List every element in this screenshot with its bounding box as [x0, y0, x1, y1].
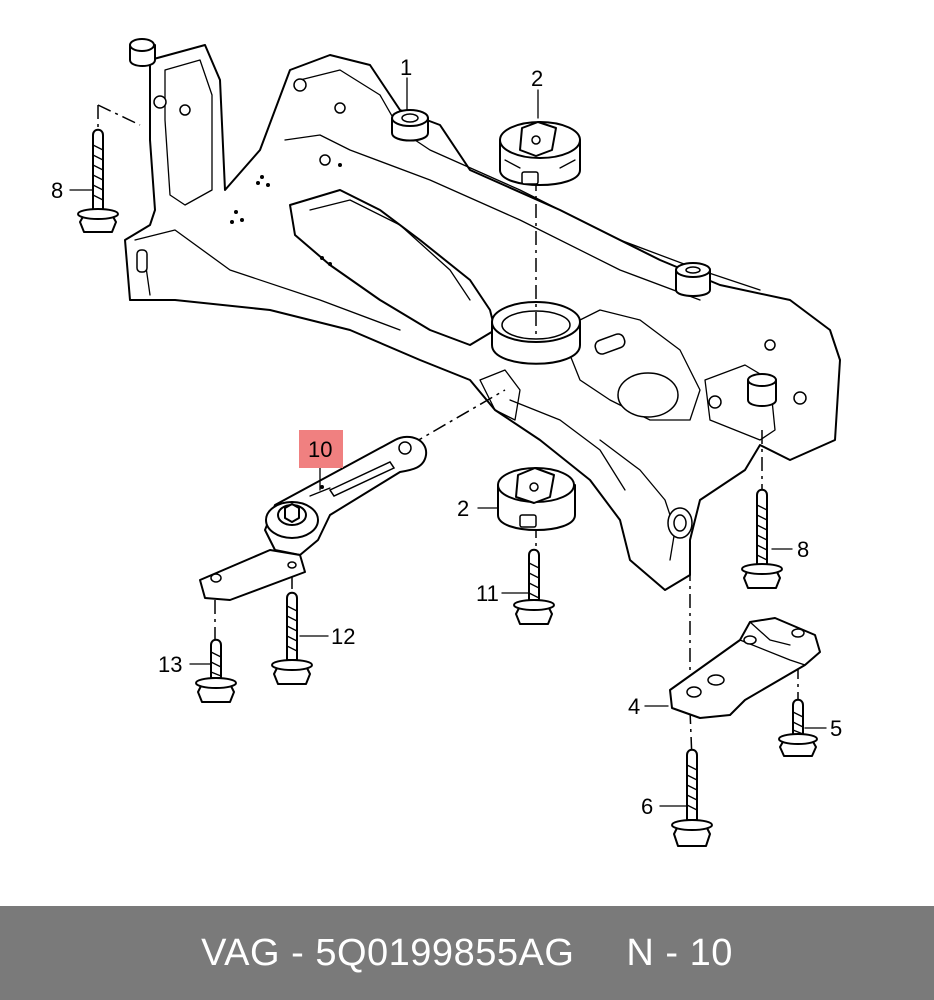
- bolt-6: [671, 748, 713, 847]
- rubber-mount-lower: [497, 467, 576, 531]
- callout-8-right: 8: [797, 537, 809, 562]
- callout-1: 1: [400, 55, 412, 80]
- bolt-8-left: [77, 128, 119, 233]
- bolt-8-right: [741, 488, 783, 589]
- bolt-12: [271, 591, 313, 685]
- callout-6: 6: [641, 794, 653, 819]
- bracket: [669, 617, 821, 719]
- callouts: 1 2 2 4 5 6 8 8 10 11 12 13: [51, 55, 842, 819]
- bolt-5: [778, 698, 818, 757]
- callout-10: 10: [308, 437, 332, 462]
- callout-4: 4: [628, 694, 640, 719]
- mount-boss-left: [129, 38, 156, 67]
- ref-label: N - 10: [626, 931, 733, 974]
- callout-8-left: 8: [51, 178, 63, 203]
- callout-10-highlight: [299, 430, 343, 468]
- torque-rod: [199, 435, 428, 601]
- rubber-mount-upper: [499, 121, 581, 186]
- bolt-11: [513, 548, 555, 625]
- callout-13: 13: [158, 652, 182, 677]
- part-number-footer: VAG - 5Q0199855AG N - 10: [0, 906, 934, 1000]
- callout-5: 5: [830, 716, 842, 741]
- part-label: VAG - 5Q0199855AG: [201, 931, 575, 974]
- mount-boss-front: [391, 109, 429, 142]
- centerlines: [97, 104, 799, 761]
- bushing-socket: [491, 301, 581, 365]
- leader-lines: [69, 77, 827, 807]
- subframe-exploded-diagram: 1 2 2 4 5 6 8 8 10 11 12 13: [51, 38, 842, 847]
- subframe: [124, 38, 841, 591]
- mount-boss-right: [747, 373, 777, 407]
- callout-2-upper: 2: [531, 66, 543, 91]
- callout-2-lower: 2: [457, 496, 469, 521]
- bolt-13: [195, 638, 237, 703]
- callout-12: 12: [331, 624, 355, 649]
- callout-11: 11: [476, 581, 499, 606]
- mount-boss-right-top: [675, 262, 711, 297]
